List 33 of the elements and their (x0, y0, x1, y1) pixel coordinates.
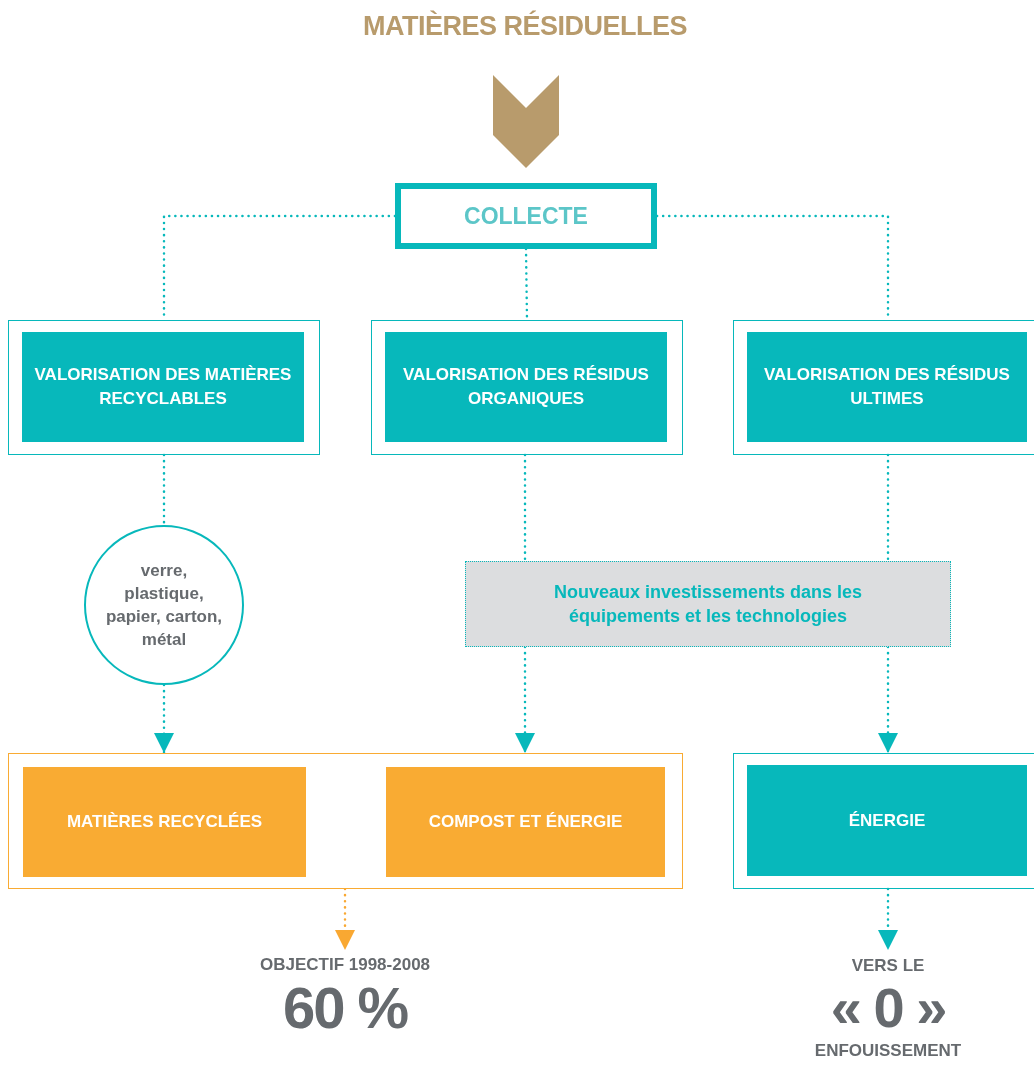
result-box (386, 767, 665, 877)
process-box (733, 320, 1034, 455)
dotted-arrow (515, 645, 535, 755)
big-figure: 60 % (282, 975, 408, 1040)
dotted-connector (886, 453, 890, 563)
dotted-arrow (878, 887, 898, 952)
process-label: VALORISATION DES RÉSIDUS ORGANIQUES (385, 332, 667, 442)
big-figure: « 0 » (830, 977, 946, 1039)
result-caption: ENFOUISSEMENT (814, 1040, 962, 1062)
process-box (8, 320, 320, 455)
process-label: VALORISATION DES MATIÈRES RECYCLABLES (22, 332, 304, 442)
process-box (371, 320, 683, 455)
materials-list: verre, plastique, papier, carton, métal (100, 559, 228, 651)
note-text: Nouveaux investissements dans les équipements et les technologies (552, 581, 864, 628)
note-box (465, 561, 951, 647)
result-label: MATIÈRES RECYCLÉES (66, 811, 263, 833)
dotted-arrow (335, 887, 355, 952)
process-label: ÉNERGIE (747, 765, 1027, 876)
result-box (23, 767, 306, 877)
process-label: COLLECTE (464, 202, 588, 230)
process-box (733, 753, 1034, 889)
heading-text: MATIÈRES RÉSIDUELLES (362, 10, 687, 42)
dotted-arrow (154, 683, 174, 755)
dotted-connector (523, 453, 527, 563)
chevron-arrow (493, 75, 559, 168)
materials-circle (84, 525, 244, 685)
process-box (395, 183, 657, 249)
process-label: VALORISATION DES RÉSIDUS ULTIMES (747, 332, 1027, 442)
result-caption: VERS LE (851, 955, 925, 977)
result-label: COMPOST ET ÉNERGIE (428, 811, 623, 833)
dotted-arrow (878, 645, 898, 755)
result-caption: OBJECTIF 1998-2008 (259, 953, 431, 976)
group-frame (8, 753, 683, 889)
